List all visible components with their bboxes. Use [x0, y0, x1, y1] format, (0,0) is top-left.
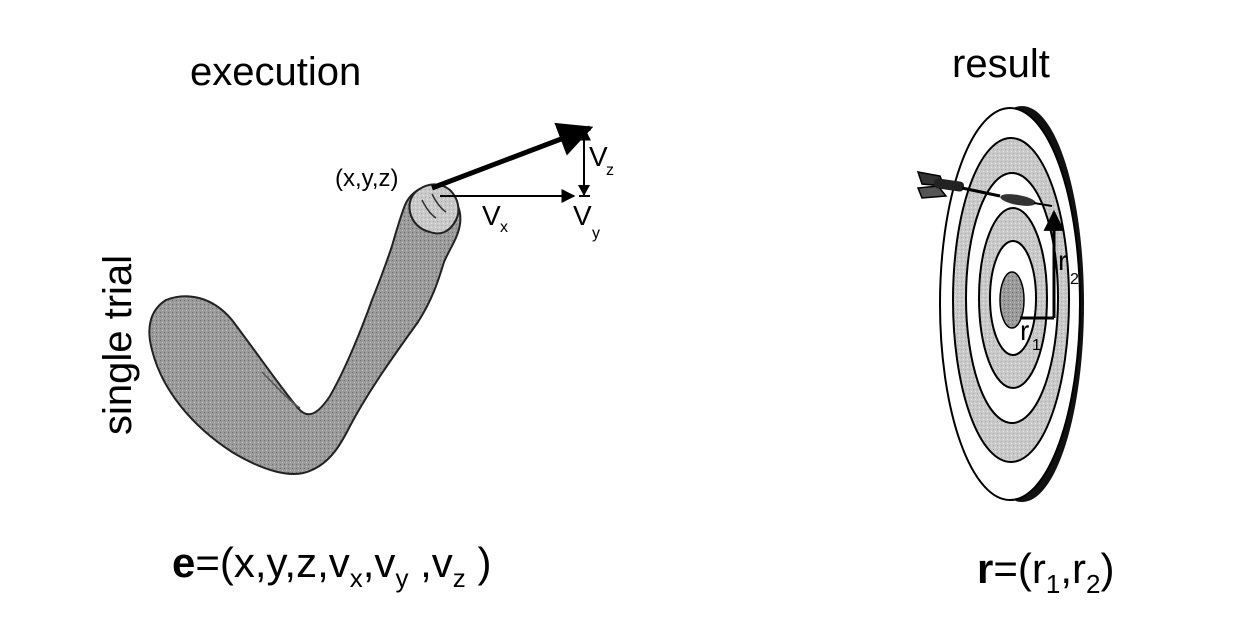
vy-label: V y	[573, 200, 600, 242]
r-eq-part-3: )	[1100, 545, 1115, 592]
e-eq-part-1: =(x,y,z,v	[195, 539, 350, 586]
e-eq-sub-y: y	[395, 563, 409, 593]
r-eq-part-1: =(r	[993, 545, 1046, 592]
hand-fingers	[408, 183, 460, 235]
result-title: result	[952, 42, 1050, 86]
vz-label-sub: z	[606, 162, 614, 179]
vy-arrowhead	[578, 185, 590, 196]
vz-label: V z	[589, 141, 614, 179]
r-symbol: r	[977, 545, 994, 592]
e-eq-sub-x: x	[349, 563, 363, 593]
vz-label-main: V	[589, 141, 608, 172]
vx-label: V x	[482, 200, 508, 236]
e-eq-part-4: )	[465, 539, 492, 586]
r1-label-sub: 1	[1032, 337, 1041, 354]
arm-illustration	[148, 183, 462, 475]
e-eq-sub-z: z	[452, 563, 466, 593]
r-eq-sub-2: 2	[1085, 569, 1101, 599]
radius-vectors	[1020, 209, 1065, 320]
r2-label-main: r	[1058, 245, 1067, 276]
vx-label-sub: x	[500, 219, 508, 236]
r2-label-sub: 2	[1070, 271, 1079, 288]
r1-label: r 1	[1020, 315, 1041, 354]
execution-title: execution	[190, 50, 362, 94]
dart-icon	[916, 171, 1053, 207]
result-equation: r=(r1,r2)	[977, 545, 1115, 598]
e-eq-part-2: ,v	[362, 539, 396, 586]
velocity-vectors	[431, 122, 594, 203]
velocity-arrow	[431, 122, 594, 191]
r1-label-main: r	[1020, 315, 1029, 346]
r-eq-part-2: ,r	[1060, 545, 1086, 592]
position-label: (x,y,z)	[335, 165, 399, 192]
e-eq-part-3: ,v	[408, 539, 453, 586]
arm-shape	[148, 186, 462, 475]
vy-label-sub: y	[592, 225, 600, 242]
target-bullseye	[999, 271, 1025, 329]
vx-label-main: V	[482, 200, 501, 231]
r-eq-sub-1: 1	[1045, 569, 1061, 599]
vy-label-main: V	[573, 200, 592, 231]
execution-equation: e=(x,y,z,vx,vy ,vz )	[172, 539, 492, 592]
r2-label: r 2	[1058, 245, 1079, 288]
target-illustration	[939, 106, 1084, 502]
e-symbol: e	[172, 539, 196, 586]
